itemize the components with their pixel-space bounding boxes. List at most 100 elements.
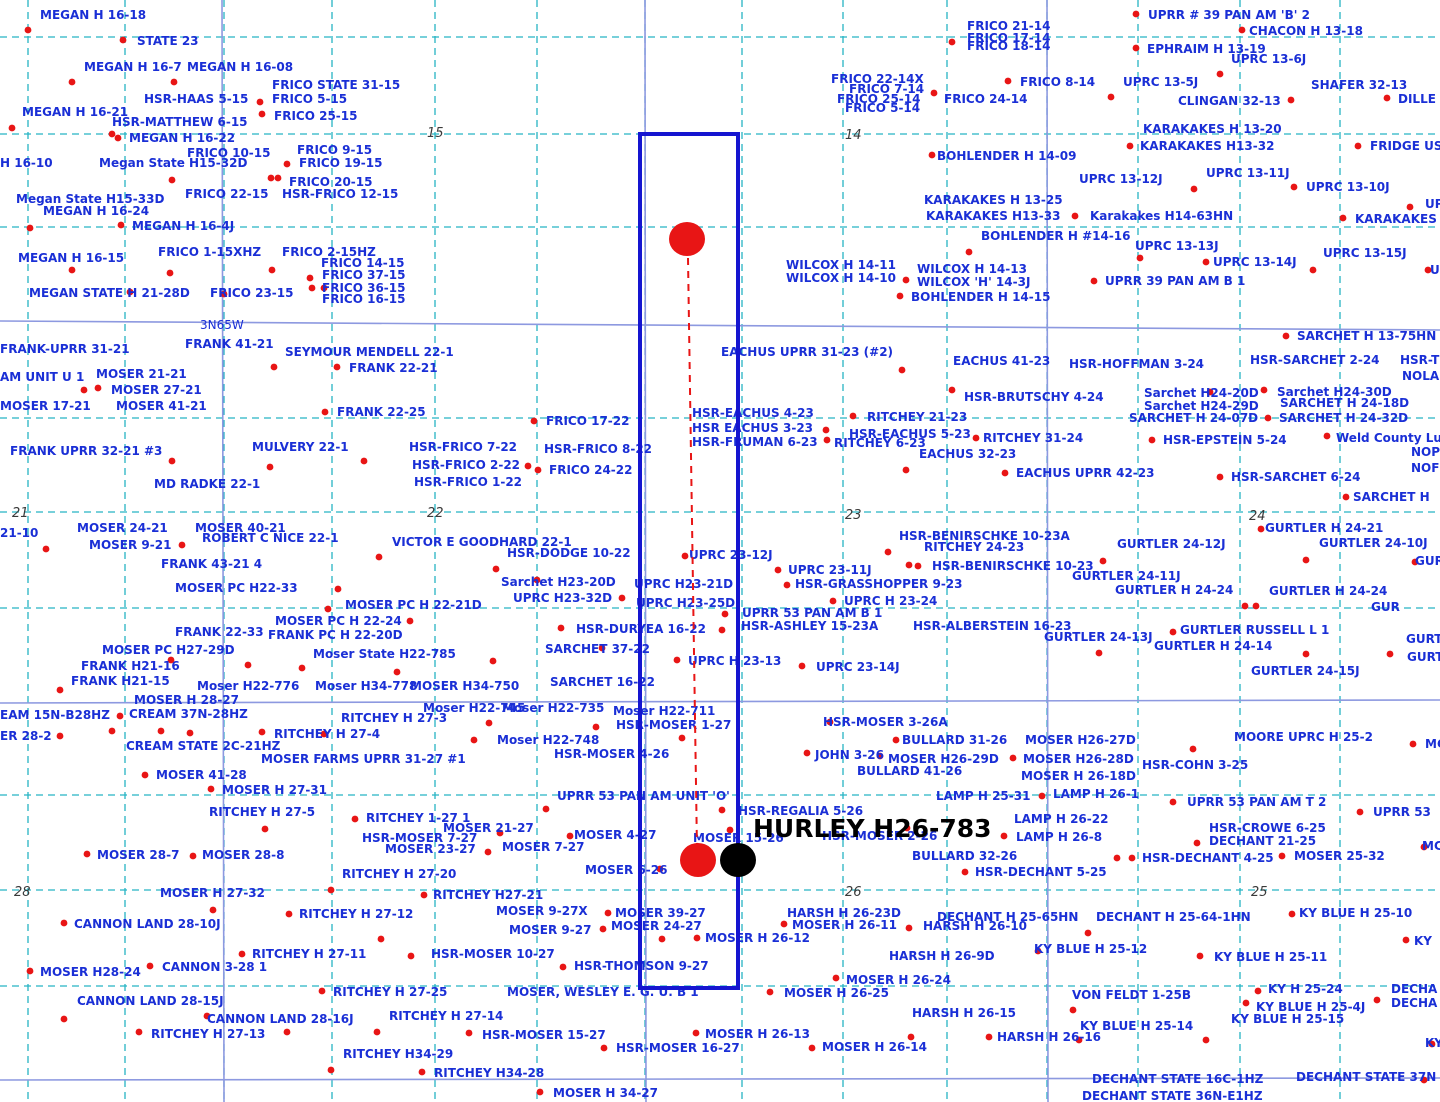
well-dot[interactable] (928, 151, 936, 159)
well-label[interactable]: MOSER 9-27 (509, 923, 591, 937)
well-label[interactable]: MOSER H28-24 (40, 965, 141, 979)
well-label[interactable]: FRICO 5-14 (845, 101, 920, 115)
well-dot[interactable] (56, 732, 64, 740)
well-label[interactable]: FRICO 36-15 (322, 281, 405, 295)
well-dot[interactable] (489, 657, 497, 665)
well-label[interactable]: UPRR 53 PAN AM B 1 (742, 606, 882, 620)
well-label[interactable]: UPRC 23-12J (689, 548, 773, 562)
well-dot[interactable] (119, 36, 127, 44)
well-label[interactable]: CREAM 37N-28HZ (129, 707, 248, 721)
well-label[interactable]: Sarchet H24-30D (1277, 385, 1392, 399)
well-label[interactable]: GURTLER 24-12J (1117, 537, 1226, 551)
well-label[interactable]: DECHANT H 25-65HN (937, 910, 1078, 924)
well-label[interactable]: MOSER H 26-14 (822, 1040, 927, 1054)
well-label[interactable]: GURT (1407, 650, 1440, 664)
well-label[interactable]: DECHANT STATE 36N-E1HZ (1082, 1089, 1263, 1102)
well-dot[interactable] (320, 730, 328, 738)
well-label[interactable]: DECHANT STATE 37N (1296, 1070, 1436, 1084)
well-dot[interactable] (692, 1029, 700, 1037)
well-dot[interactable] (8, 124, 16, 132)
well-dot[interactable] (1148, 436, 1156, 444)
well-label[interactable]: SARCHET H 13-75HN (1297, 329, 1436, 343)
well-label[interactable]: MOSER 21-27 (443, 821, 534, 835)
well-label[interactable]: KY (1414, 934, 1432, 948)
well-dot[interactable] (1290, 183, 1298, 191)
well-label[interactable]: UPRC H 23-13 (688, 654, 781, 668)
well-label[interactable]: FRANK 41-21 (185, 337, 274, 351)
well-dot[interactable] (798, 662, 806, 670)
well-dot[interactable] (961, 868, 969, 876)
well-dot[interactable] (1323, 432, 1331, 440)
well-label[interactable]: RITCHEY H 27-14 (389, 1009, 503, 1023)
well-dot[interactable] (1260, 386, 1268, 394)
well-dot[interactable] (68, 266, 76, 274)
well-label[interactable]: HSR-EACHUS 5-23 (849, 427, 971, 441)
well-label[interactable]: SARCHET H 24-18D (1280, 396, 1409, 410)
well-label[interactable]: HSR-DODGE 10-22 (507, 546, 631, 560)
well-dot[interactable] (189, 852, 197, 860)
well-label[interactable]: KY BLUE H 25-4J (1256, 1000, 1365, 1014)
well-label[interactable]: MOSER 7-27 (502, 840, 584, 854)
well-dot[interactable] (267, 174, 275, 182)
well-dot[interactable] (948, 386, 956, 394)
well-dot[interactable] (108, 727, 116, 735)
well-dot[interactable] (351, 815, 359, 823)
well-label[interactable]: GURT (1406, 632, 1440, 646)
well-dot[interactable] (985, 1033, 993, 1041)
well-dot[interactable] (157, 727, 165, 735)
well-dot[interactable] (1128, 854, 1136, 862)
well-dot[interactable] (534, 466, 542, 474)
well-label[interactable]: MOSER H 26-12 (705, 931, 810, 945)
well-dot[interactable] (1169, 628, 1177, 636)
well-label[interactable]: MOSER 17-21 (0, 399, 91, 413)
well-dot[interactable] (829, 597, 837, 605)
well-dot[interactable] (1287, 96, 1295, 104)
well-label[interactable]: UPRC 23-14J (816, 660, 900, 674)
well-label[interactable]: HARSH H 26-9D (889, 949, 995, 963)
well-label[interactable]: MEGAN H 16-08 (187, 60, 293, 74)
well-dot[interactable] (324, 605, 332, 613)
well-dot[interactable] (1354, 142, 1362, 150)
well-label[interactable]: FRANK UPRR 32-21 #3 (10, 444, 162, 458)
well-label[interactable]: RITCHEY H 27-25 (333, 985, 447, 999)
well-dot[interactable] (658, 935, 666, 943)
well-dot[interactable] (1004, 77, 1012, 85)
well-label[interactable]: MC (1422, 839, 1440, 853)
well-dot[interactable] (1252, 602, 1260, 610)
well-dot[interactable] (1084, 929, 1092, 937)
well-label[interactable]: FRANK PC H 22-20D (268, 628, 403, 642)
well-label[interactable]: Moser H34-778 (315, 679, 417, 693)
well-label[interactable]: HSR-FRICO 8-22 (544, 442, 652, 456)
well-label[interactable]: WILCOX H 14-13 (917, 262, 1027, 276)
well-label[interactable]: MOSER 27-21 (111, 383, 202, 397)
well-dot[interactable] (373, 1028, 381, 1036)
well-label[interactable]: MOORE UPRC H 25-2 (1234, 730, 1373, 744)
well-dot[interactable] (261, 825, 269, 833)
well-dot[interactable] (914, 562, 922, 570)
well-label[interactable]: RITCHEY H 27-3 (341, 711, 447, 725)
well-label[interactable]: HARSH H 26-15 (912, 1006, 1016, 1020)
well-dot[interactable] (557, 624, 565, 632)
well-dot[interactable] (718, 806, 726, 814)
well-dot[interactable] (285, 910, 293, 918)
well-label[interactable]: HSR-MOSER 3-26A (823, 715, 948, 729)
well-label[interactable]: DECHA (1391, 982, 1438, 996)
well-label[interactable]: CANNON LAND 28-16J (207, 1012, 354, 1026)
well-label[interactable]: FRIDGE US (1370, 139, 1440, 153)
well-label[interactable]: DECHANT H 25-64-1HN (1096, 910, 1251, 924)
well-label[interactable]: SARCHET H (1353, 490, 1430, 504)
well-label[interactable]: Megan State H15-33D (16, 192, 164, 206)
well-label[interactable]: FRANK 22-25 (337, 405, 426, 419)
well-label[interactable]: MOSER 6-26 (585, 863, 667, 877)
well-dot[interactable] (308, 284, 316, 292)
well-label[interactable]: MOSER FARMS UPRR 31-27 #1 (261, 752, 466, 766)
well-dot[interactable] (1126, 142, 1134, 150)
well-label[interactable]: KY BLUE H 25-12 (1034, 942, 1147, 956)
well-label[interactable]: MEGAN H 16-18 (40, 8, 146, 22)
well-dot[interactable] (780, 920, 788, 928)
well-label[interactable]: Sarchet H23-20D (501, 575, 616, 589)
well-label[interactable]: MOSER 25-32 (1294, 849, 1385, 863)
well-dot[interactable] (24, 26, 32, 34)
well-dot[interactable] (26, 967, 34, 975)
well-label[interactable]: UPRC 13-11J (1206, 166, 1290, 180)
